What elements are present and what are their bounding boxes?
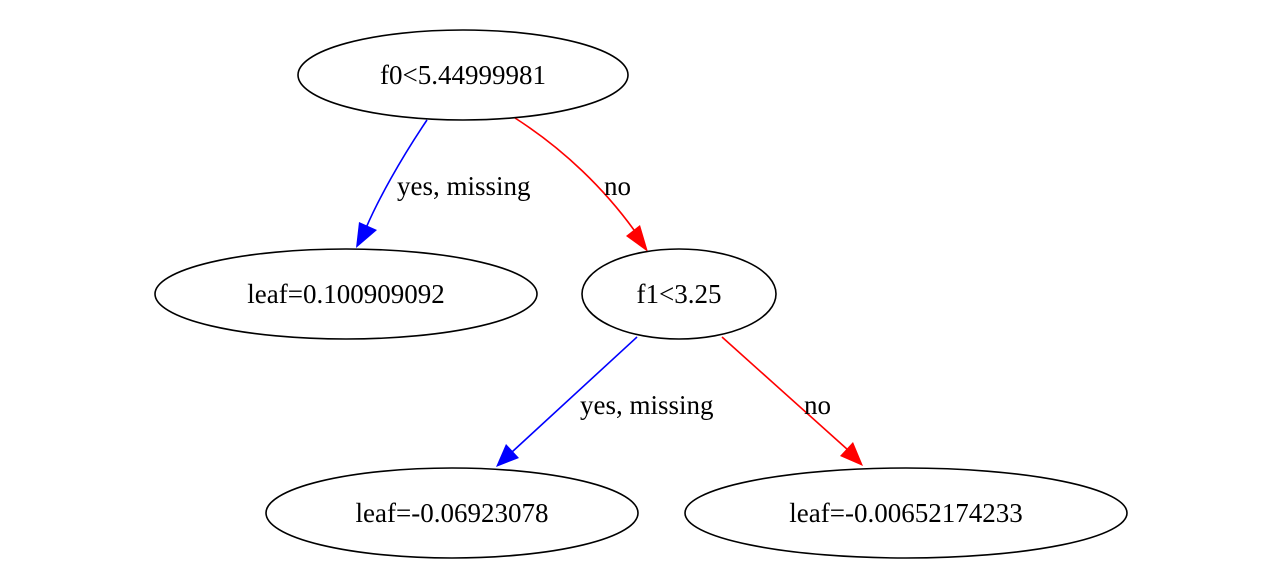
node-leaf-3-label: leaf=-0.06923078 — [356, 498, 549, 528]
node-leaf-1: leaf=0.100909092 — [154, 248, 538, 340]
edge-root-yes-label: yes, missing — [397, 171, 531, 201]
node-leaf-3: leaf=-0.06923078 — [265, 467, 639, 559]
edge-split-no: no — [721, 336, 863, 466]
edge-root-yes-arrowhead — [356, 222, 377, 248]
node-leaf-4: leaf=-0.00652174233 — [684, 467, 1128, 559]
node-leaf-4-label: leaf=-0.00652174233 — [789, 498, 1022, 528]
edge-root-yes: yes, missing — [356, 119, 531, 248]
node-root-label: f0<5.44999981 — [380, 60, 546, 90]
edge-split-yes: yes, missing — [496, 336, 714, 467]
edge-root-no-line — [514, 117, 635, 231]
node-root: f0<5.44999981 — [297, 29, 629, 121]
node-leaf-1-ellipse — [154, 248, 538, 340]
node-leaf-3-ellipse — [265, 467, 639, 559]
edge-root-yes-line — [365, 119, 428, 229]
edge-split-yes-line — [511, 336, 638, 453]
node-leaf-4-ellipse — [684, 467, 1128, 559]
node-split-2-label: f1<3.25 — [637, 279, 722, 309]
node-split-2: f1<3.25 — [581, 248, 777, 340]
edge-split-yes-arrowhead — [496, 444, 519, 467]
edge-split-no-label: no — [804, 390, 831, 420]
node-root-ellipse — [297, 29, 629, 121]
edge-split-yes-label: yes, missing — [580, 390, 714, 420]
node-leaf-1-label: leaf=0.100909092 — [247, 279, 444, 309]
edge-root-no-label: no — [604, 171, 631, 201]
node-split-2-ellipse — [581, 248, 777, 340]
edge-split-no-arrowhead — [840, 442, 863, 466]
edge-root-no-arrowhead — [626, 225, 648, 252]
edge-root-no: no — [514, 117, 648, 252]
edge-split-no-line — [721, 336, 849, 451]
